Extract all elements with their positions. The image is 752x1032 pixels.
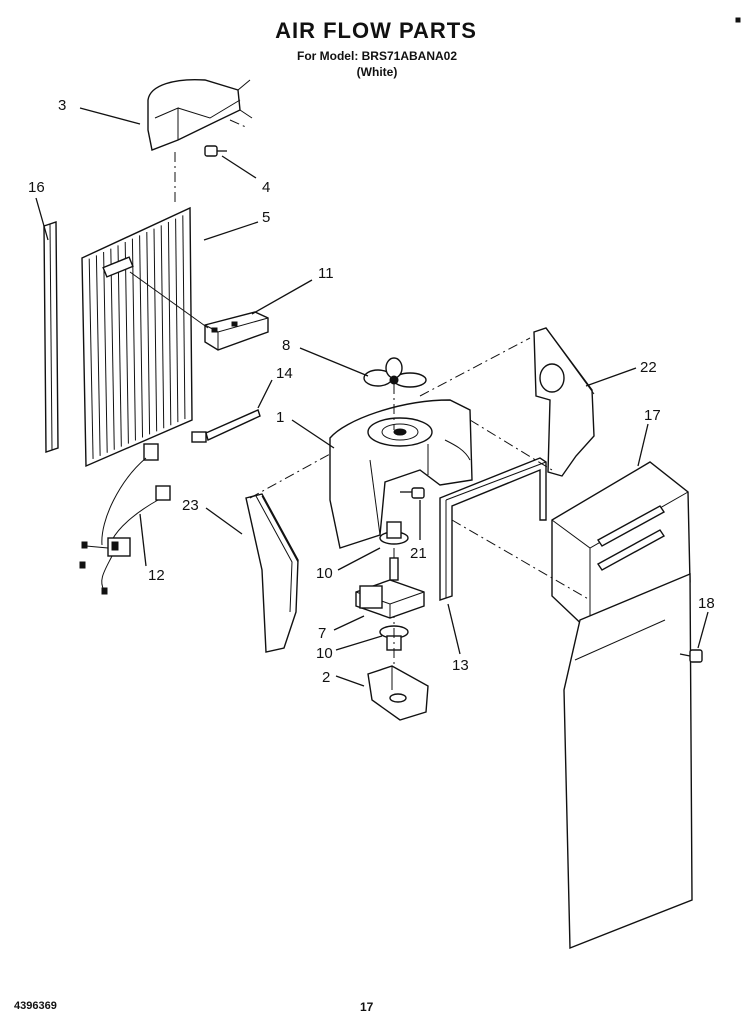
part-5-evaporator-cover: [81, 206, 193, 468]
part-4-screw: [204, 145, 227, 157]
part-23-side-panel: [245, 493, 299, 653]
cover-rib: [146, 231, 151, 435]
callout-13: 13: [452, 657, 469, 674]
assembly-line-3-4: [229, 119, 249, 129]
cover-rib: [139, 235, 144, 438]
part-3-duct-cap: [147, 78, 253, 151]
cover-rib: [182, 215, 186, 420]
callout-4: 4: [262, 179, 270, 196]
callout-5: 5: [262, 209, 270, 226]
cover-rib: [110, 248, 115, 450]
callout-3: 3: [58, 97, 66, 114]
callout-11: 11: [318, 265, 334, 282]
assembly-line-1-22: [419, 337, 531, 397]
cover-rib: [103, 251, 108, 453]
callout-22: 22: [640, 359, 657, 376]
part-14-heater: [191, 409, 261, 443]
assembly-line-13-17: [451, 519, 591, 601]
part-18-screw: [679, 649, 703, 663]
cover-rib: [153, 228, 158, 432]
part-12-wire-harness: [79, 443, 171, 595]
callout-labels: 3 4 5 16 11 14 8 1 23 12 10 21 7 10 2 13…: [28, 97, 715, 686]
callout-1: 1: [276, 409, 284, 426]
cover-rib: [167, 221, 172, 426]
callout-10-upper: 10: [316, 565, 333, 582]
assembly-line-23-1: [249, 453, 331, 499]
color-line: (White): [356, 65, 398, 79]
page-title: AIR FLOW PARTS: [275, 18, 477, 43]
cover-rib: [124, 241, 129, 444]
corner-mark: [735, 17, 741, 23]
callout-23: 23: [182, 497, 199, 514]
callout-14: 14: [276, 365, 293, 382]
part-16-seal-strip: [43, 221, 59, 453]
leader-lines: [35, 107, 709, 687]
model-line: For Model: BRS71ABANA02: [296, 49, 458, 63]
model-subtitle: For Model: BRS71ABANA02 (White): [282, 48, 472, 80]
callout-7: 7: [318, 625, 326, 642]
part-10-grommet-upper: [379, 521, 409, 545]
part-2-motor-bracket: [367, 665, 429, 721]
part-8-fan-blade: [363, 357, 427, 430]
part-13-duct-channel: [439, 457, 547, 601]
part-1-fan-shroud: [329, 399, 473, 549]
cover-rib: [88, 258, 94, 459]
callout-2: 2: [322, 669, 330, 686]
part-21-screw: [400, 487, 425, 499]
callout-17: 17: [644, 407, 661, 424]
cover-rib: [175, 218, 179, 423]
cover-rib: [160, 225, 165, 429]
callout-12: 12: [148, 567, 165, 584]
callout-18: 18: [698, 595, 715, 612]
cover-rib: [95, 255, 101, 456]
callout-8: 8: [282, 337, 290, 354]
part-22-baffle: [533, 327, 595, 477]
part-17-air-duct-housing: [551, 461, 693, 950]
cover-rib: [131, 238, 136, 441]
page-number: 17: [360, 1000, 374, 1014]
callout-16: 16: [28, 179, 45, 196]
cover-rib: [117, 245, 122, 447]
part-7-fan-motor: [355, 557, 425, 619]
assembly-line-1-17: [469, 419, 553, 471]
callout-10-lower: 10: [316, 645, 333, 662]
callout-21: 21: [410, 545, 427, 562]
document-number: 4396369: [14, 1000, 57, 1012]
